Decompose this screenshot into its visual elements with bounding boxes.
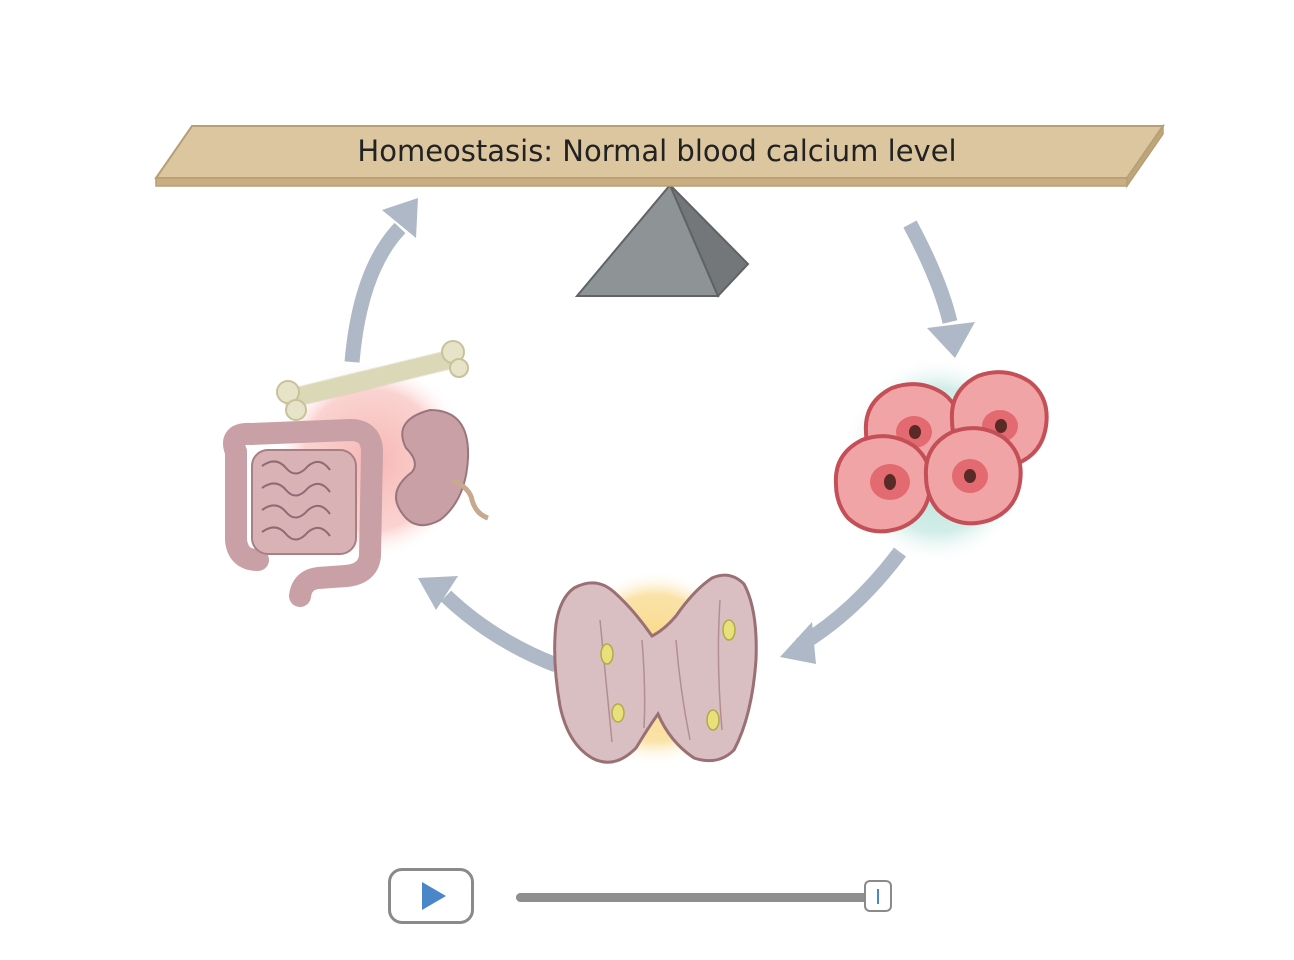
cycle-arrows — [344, 198, 975, 672]
arrow-organs-to-beam — [344, 222, 406, 363]
parathyroid-gland — [722, 619, 736, 641]
arrow-cells-to-thyroid — [796, 547, 906, 652]
arrow-head-organs-to-beam — [382, 198, 418, 238]
arrow-thyroid-to-organs — [440, 590, 559, 672]
cells-icon — [833, 370, 1049, 534]
calcium-homeostasis-diagram: Homeostasis: Normal blood calcium level — [154, 123, 1165, 766]
play-button[interactable] — [388, 868, 474, 924]
play-icon — [422, 882, 446, 910]
arrow-head-beam-to-cells — [927, 322, 975, 358]
slider-thumb[interactable] — [864, 880, 892, 912]
player-controls — [388, 868, 900, 926]
cell — [833, 434, 933, 534]
cells-node — [833, 356, 1049, 564]
arrow-head-thyroid-to-organs — [418, 576, 458, 610]
bone-icon — [276, 340, 469, 421]
beam-label: Homeostasis: Normal blood calcium level — [357, 134, 956, 168]
arrow-head-cells-to-thyroid — [780, 622, 816, 664]
parathyroid-gland — [600, 643, 614, 665]
progress-fill — [516, 893, 886, 902]
intestine-icon — [223, 418, 384, 607]
arrow-beam-to-cells — [903, 220, 958, 324]
fulcrum — [574, 183, 750, 298]
kidney-icon — [395, 408, 489, 527]
parathyroid-gland — [611, 703, 625, 723]
homeostasis-beam: Homeostasis: Normal blood calcium level — [154, 123, 1165, 189]
parathyroid-gland — [706, 709, 720, 731]
slider-grip — [877, 889, 879, 904]
thyroid-gland-icon — [553, 573, 758, 764]
parathyroid-node — [553, 570, 758, 766]
target-organs-node — [223, 340, 489, 607]
cell — [923, 426, 1023, 526]
progress-slider[interactable] — [516, 880, 892, 912]
